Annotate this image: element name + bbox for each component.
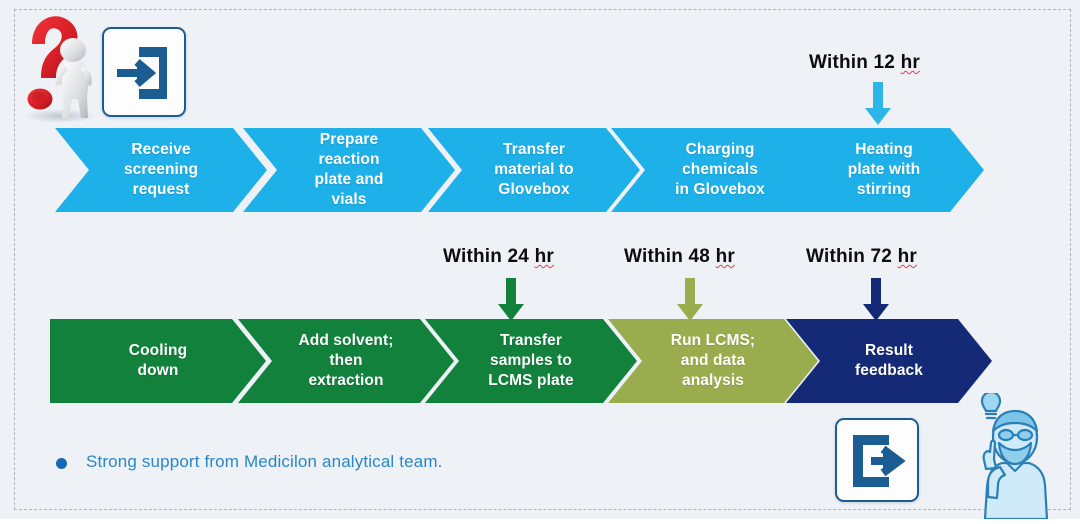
arrow-down-within-48-hr <box>676 278 704 322</box>
logout-icon-frame[interactable] <box>835 418 919 502</box>
time-label-within-72-hr: Within 72 hr <box>806 246 917 268</box>
person-with-idea-lightbulb-icon <box>952 390 1078 521</box>
step-receive-screening-request[interactable]: Receive screening request <box>55 128 267 212</box>
login-arrow-into-box-icon <box>115 43 173 103</box>
time-label-within-12-hr: Within 12 hr <box>809 52 920 74</box>
step-run-lcms-and-data-analysis[interactable]: Run LCMS; and data analysis <box>608 319 818 403</box>
time-label-prefix: Within 48 <box>624 246 716 267</box>
time-label-prefix: Within 72 <box>806 246 898 267</box>
step-prepare-reaction-plate-and-vials[interactable]: Prepare reaction plate and vials <box>243 128 455 212</box>
bullet-dot-icon <box>56 458 67 469</box>
step-label: Heating plate with stirring <box>847 141 921 198</box>
footnote-text: Strong support from Medicilon analytical… <box>86 452 443 471</box>
time-label-unit: hr <box>897 246 917 267</box>
step-transfer-samples-to-lcms-plate[interactable]: Transfer samples to LCMS plate <box>425 319 637 403</box>
time-label-within-24-hr: Within 24 hr <box>443 246 554 268</box>
step-charging-chemicals-in-glovebox[interactable]: Charging chemicals in Glovebox <box>611 128 829 212</box>
step-result-feedback[interactable]: Result feedback <box>786 319 992 403</box>
time-label-unit: hr <box>900 52 920 73</box>
step-add-solvent-then-extraction[interactable]: Add solvent; then extraction <box>238 319 454 403</box>
logout-arrow-out-of-box-icon <box>849 433 907 489</box>
step-cooling-down[interactable]: Cooling down <box>50 319 266 403</box>
login-icon-frame[interactable] <box>102 27 186 117</box>
step-label: Run LCMS; and data analysis <box>670 332 756 389</box>
time-label-within-48-hr: Within 48 hr <box>624 246 735 268</box>
arrow-down-within-12-hr <box>864 82 892 126</box>
step-label: Add solvent; then extraction <box>298 332 394 389</box>
arrow-down-within-72-hr <box>862 278 890 322</box>
step-transfer-material-to-glovebox[interactable]: Transfer material to Glovebox <box>428 128 640 212</box>
step-label: Transfer material to Glovebox <box>494 141 574 198</box>
time-label-prefix: Within 24 <box>443 246 535 267</box>
step-label: Transfer samples to LCMS plate <box>488 332 574 389</box>
step-label: Charging chemicals in Glovebox <box>675 141 765 198</box>
arrow-down-within-24-hr <box>497 278 525 322</box>
time-label-unit: hr <box>534 246 554 267</box>
step-label: Result feedback <box>855 342 923 379</box>
step-label: Receive screening request <box>123 141 199 198</box>
question-mark-figure-icon <box>12 6 104 124</box>
step-label: Prepare reaction plate and vials <box>314 131 384 208</box>
step-label: Cooling down <box>128 342 188 379</box>
time-label-prefix: Within 12 <box>809 52 901 73</box>
time-label-unit: hr <box>715 246 735 267</box>
